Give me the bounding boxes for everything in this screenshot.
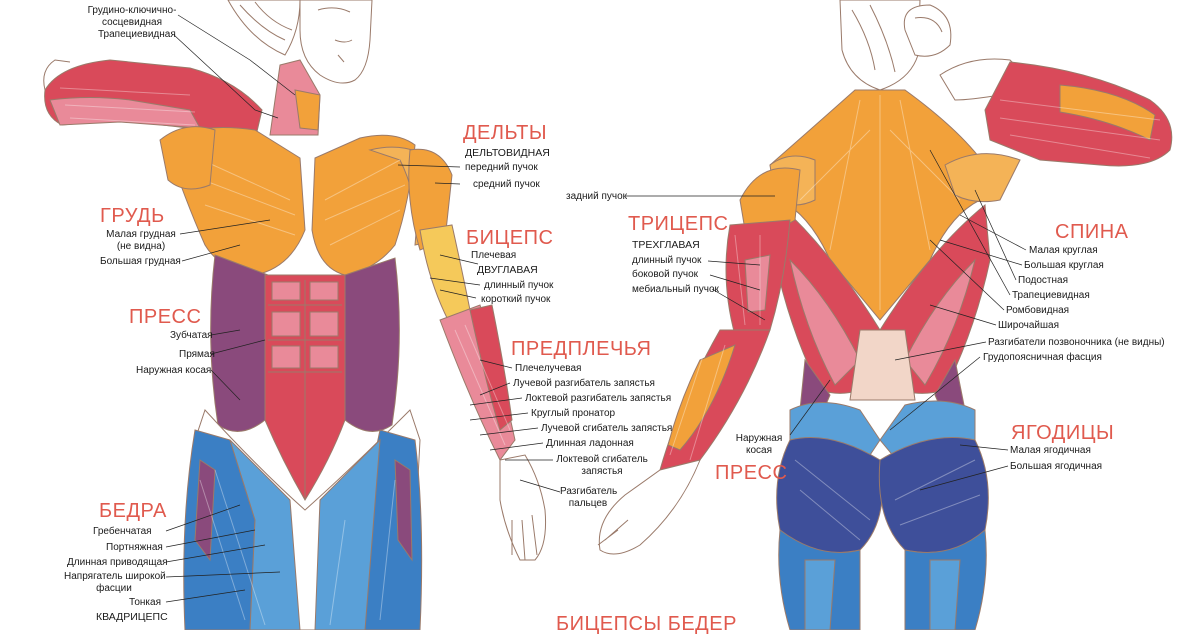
leader-lines	[165, 14, 1027, 603]
label-triceps-lateral-head: боковой пучок	[632, 269, 699, 280]
label-quadriceps: КВАДРИЦЕПС	[96, 611, 168, 623]
label-gluteus-maximus: Большая ягодичная	[1010, 461, 1103, 472]
label-pectineus: Гребенчатая	[93, 526, 152, 537]
heading-biceps: БИЦЕПС	[466, 227, 554, 249]
heading-forearms: ПРЕДПЛЕЧЬЯ	[511, 338, 652, 360]
label-brachioradialis: Плечелучевая	[515, 363, 582, 374]
label-back-oblique: Наружная косая	[735, 433, 783, 456]
label-pectoralis-minor: Малая грудная (не видна)	[106, 229, 176, 252]
label-rectus-abdominis: Прямая	[179, 349, 215, 360]
label-triceps-medial-head: мебиальный пучок	[632, 284, 719, 295]
heading-chest: ГРУДЬ	[100, 205, 165, 227]
label-teres-major: Большая круглая	[1024, 260, 1104, 271]
back-view-figure-icon	[597, 0, 1173, 630]
label-sternocleidomastoid: Грудино-ключично- сосцевидная	[87, 5, 177, 28]
label-thoracolumbar-fascia: Грудопоясничная фасция	[983, 352, 1102, 363]
label-ulnar-extensor: Локтевой разгибатель запястья	[525, 393, 672, 404]
label-latissimus: Широчайшая	[998, 320, 1060, 331]
label-teres-minor: Малая круглая	[1029, 245, 1098, 256]
label-gluteus-medius: Малая ягодичная	[1010, 445, 1091, 456]
heading-hamstrings: БИЦЕПСЫ БЕДЕР	[556, 613, 737, 635]
label-ulnar-flexor: Локтевой сгибатель запястья	[556, 454, 648, 477]
label-tensor-fasciae: Напрягатель широкой фасции	[64, 571, 166, 594]
label-rear-deltoid: задний пучок	[566, 191, 628, 202]
label-infraspinatus: Подостная	[1018, 275, 1069, 286]
label-erector-spinae: Разгибатели позвоночника (не видны)	[988, 337, 1165, 348]
label-front-trapezius: Трапециевидная	[98, 29, 176, 40]
label-rhomboid: Ромбовидная	[1006, 305, 1070, 316]
label-brachialis: Плечевая	[471, 250, 517, 261]
label-palmaris-longus: Длинная ладонная	[546, 438, 634, 449]
label-deltoid-name: ДЕЛЬТОВИДНАЯ	[465, 147, 550, 159]
front-view-figure-icon	[43, 0, 546, 630]
heading-triceps: ТРИЦЕПС	[628, 213, 729, 235]
heading-deltoids: ДЕЛЬТЫ	[463, 122, 548, 144]
label-radial-extensor: Лучевой разгибатель запястья	[513, 378, 655, 389]
label-triceps-long-head: длинный пучок	[632, 255, 702, 266]
label-serratus: Зубчатая	[170, 330, 213, 341]
label-biceps-short-head: короткий пучок	[481, 294, 551, 305]
label-front-deltoid: передний пучок	[465, 162, 538, 173]
heading-back-abs: ПРЕСС	[715, 462, 788, 484]
label-pectoralis-major: Большая грудная	[100, 256, 181, 267]
heading-back: СПИНА	[1055, 221, 1129, 243]
label-middle-deltoid: средний пучок	[473, 179, 540, 190]
label-sartorius: Портняжная	[106, 542, 163, 553]
label-triceps-name: ТРЕХГЛАВАЯ	[632, 239, 700, 251]
label-gracilis: Тонкая	[129, 597, 161, 608]
heading-glutes: ЯГОДИЦЫ	[1011, 422, 1115, 444]
label-back-trapezius: Трапециевидная	[1012, 290, 1090, 301]
label-biceps-long-head: длинный пучок	[484, 280, 554, 291]
label-radial-flexor: Лучевой сгибатель запястья	[541, 423, 673, 434]
label-finger-extensor: Разгибатель пальцев	[560, 486, 618, 509]
label-external-oblique: Наружная косая	[136, 365, 212, 376]
label-pronator-teres: Круглый пронатор	[531, 408, 616, 419]
heading-front-abs: ПРЕСС	[129, 306, 202, 328]
heading-thighs: БЕДРА	[99, 500, 167, 522]
label-biceps-name: ДВУГЛАВАЯ	[477, 264, 538, 276]
label-adductor-longus: Длинная приводящая	[67, 557, 168, 568]
